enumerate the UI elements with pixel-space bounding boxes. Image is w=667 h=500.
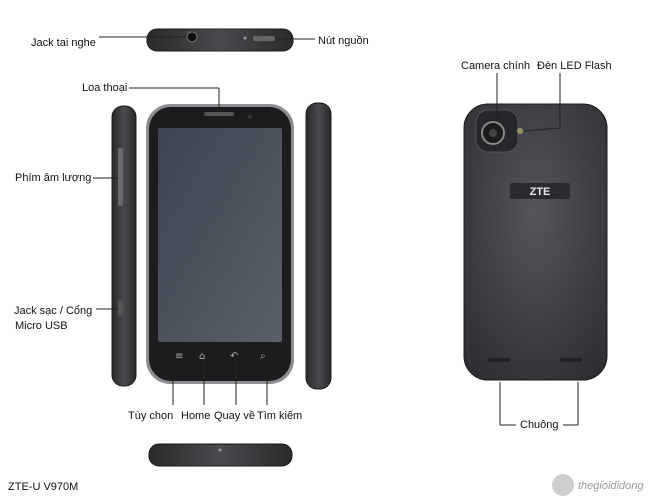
- label-power-button: Nút nguồn: [318, 35, 369, 47]
- phone-left-side: [111, 105, 137, 387]
- audio-jack-hole: [186, 31, 198, 43]
- svg-text:⌕: ⌕: [260, 351, 266, 362]
- label-back-key: Quay về: [214, 410, 255, 422]
- phone-top-edge: [146, 28, 294, 52]
- label-main-camera: Camera chính: [461, 60, 531, 72]
- volume-keys-shape: [118, 148, 123, 206]
- label-search-key: Tìm kiếm: [257, 410, 303, 422]
- usb-port-shape: [118, 300, 123, 316]
- label-speaker: Chuông: [520, 419, 559, 431]
- watermark: thegioididong: [578, 480, 644, 492]
- screen: [158, 128, 282, 342]
- phone-front: ≡ ⌂ ↶ ⌕: [146, 104, 294, 384]
- label-home-key: Home: [181, 410, 211, 422]
- label-charging-port: Jack sạc / Cổng: [14, 305, 93, 317]
- label-options-key: Tùy chọn: [128, 410, 174, 422]
- label-earpiece: Loa thoại: [82, 82, 128, 94]
- watermark-logo-icon: [552, 474, 574, 496]
- label-volume-keys: Phím âm lượng: [15, 172, 92, 184]
- earpiece-shape: [204, 112, 234, 116]
- back-logo: ZTE: [530, 186, 551, 198]
- phone-right-side: [305, 102, 332, 390]
- label-led-flash: Đèn LED Flash: [537, 60, 612, 72]
- power-button-shape: [253, 36, 275, 41]
- led-flash-shape: [517, 128, 523, 134]
- svg-text:↶: ↶: [230, 351, 238, 362]
- callout-lines: [93, 36, 579, 426]
- label-charging-port-2: Micro USB: [15, 320, 68, 332]
- phone-back: ZTE: [463, 103, 608, 381]
- phone-bottom-edge: [148, 443, 293, 467]
- svg-text:⌂: ⌂: [199, 351, 205, 362]
- model-caption: ZTE-U V970M: [8, 481, 79, 493]
- label-audio-jack: Jack tai nghe: [31, 37, 96, 49]
- svg-text:≡: ≡: [175, 351, 183, 362]
